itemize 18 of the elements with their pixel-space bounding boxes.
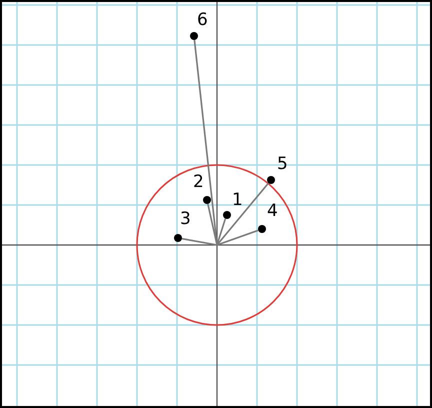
line-segment xyxy=(216,230,258,246)
data-point xyxy=(222,211,230,219)
line-segment xyxy=(216,218,226,246)
point-label: 2 xyxy=(193,174,204,191)
line-segment xyxy=(216,182,270,246)
point-label: 1 xyxy=(232,192,243,209)
data-point xyxy=(203,196,211,204)
point-label: 3 xyxy=(180,211,191,228)
line-segment xyxy=(182,238,218,246)
data-point xyxy=(258,225,266,233)
point-label: 6 xyxy=(197,12,208,29)
point-label: 5 xyxy=(277,156,288,173)
data-point xyxy=(267,176,275,184)
line-segment xyxy=(207,204,218,246)
data-point xyxy=(190,32,198,40)
point-label: 4 xyxy=(267,203,278,220)
line-segment xyxy=(194,40,218,246)
data-point xyxy=(174,234,182,242)
